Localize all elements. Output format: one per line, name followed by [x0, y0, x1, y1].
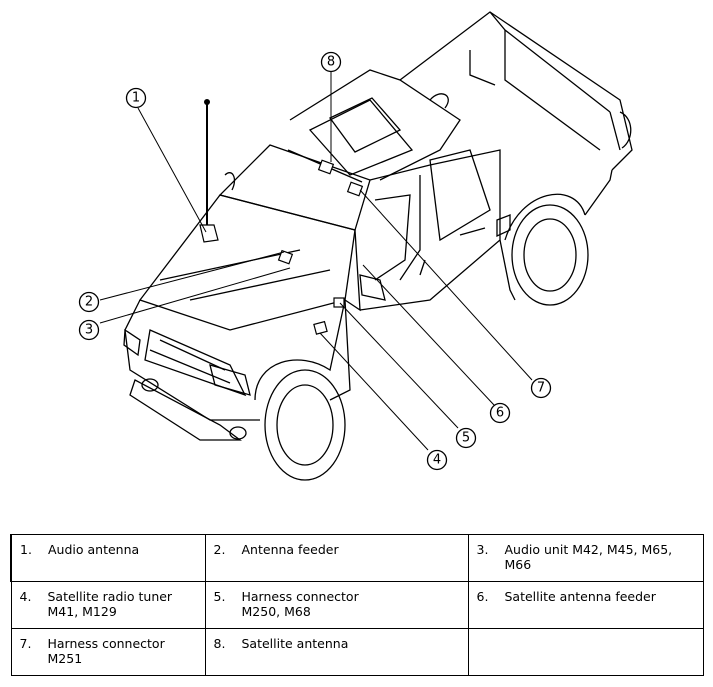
legend-cell: 6. Satellite antenna feeder	[467, 581, 704, 629]
legend-label: Audio unit M42, M45, M65, M66	[504, 542, 673, 572]
legend-label: Audio antenna	[48, 542, 140, 557]
satellite-antenna-feeder-marker	[346, 181, 364, 197]
legend-cell: 4. Satellite radio tuner M41, M129	[10, 581, 206, 629]
legend-number: 4.	[19, 589, 32, 604]
legend-label: Satellite antenna feeder	[504, 589, 656, 604]
antenna-feeder-marker	[277, 249, 294, 265]
svg-text:6: 6	[496, 406, 504, 421]
legend-cell: 7. Harness connector M251	[10, 628, 206, 676]
callout-5: 5	[455, 427, 477, 449]
satellite-antenna-marker	[317, 159, 335, 175]
callout-4: 4	[426, 449, 448, 471]
legend-row: 1. Audio antenna 2. Antenna feeder 3. Audio…	[10, 534, 704, 582]
legend-label: Satellite antenna	[241, 636, 349, 651]
legend-label: Harness connector M251	[47, 636, 165, 666]
legend-cell: 1. Audio antenna	[10, 534, 206, 582]
callout-7: 7	[530, 377, 552, 399]
pickup-truck-drawing	[123, 11, 633, 481]
svg-text:1: 1	[132, 91, 140, 106]
legend-number: 5.	[213, 589, 226, 604]
harness-connector-marker	[333, 297, 345, 308]
callout-6: 6	[489, 402, 511, 424]
legend-row: 7. Harness connector M251 8. Satellite ant…	[10, 628, 704, 676]
legend-label: Harness connector M250, M68	[241, 589, 359, 619]
legend-cell-empty	[467, 628, 704, 676]
legend-label: Antenna feeder	[241, 542, 339, 557]
legend-cell: 5. Harness connector M250, M68	[204, 581, 469, 629]
callout-1: 1	[125, 87, 147, 109]
legend-number: 8.	[213, 636, 226, 651]
svg-text:8: 8	[327, 55, 335, 70]
svg-text:3: 3	[85, 323, 93, 338]
legend-label: Satellite radio tuner M41, M129	[47, 589, 173, 619]
truck-component-location-diagram: 1 2 3 4 5 6 7 8	[78, 11, 633, 481]
legend-number: 7.	[19, 636, 32, 651]
legend-number: 6.	[476, 589, 489, 604]
legend-number: 1.	[20, 542, 32, 557]
legend-cell: 8. Satellite antenna	[204, 628, 469, 676]
legend-cell: 3. Audio unit M42, M45, M65, M66	[467, 534, 704, 582]
svg-text:2: 2	[85, 295, 93, 310]
callout-2: 2	[78, 291, 100, 313]
svg-text:4: 4	[433, 453, 441, 468]
legend-table: 1. Audio antenna 2. Antenna feeder 3. Audio…	[10, 534, 704, 676]
legend-number: 2.	[213, 542, 226, 557]
legend-cell: 2. Antenna feeder	[204, 534, 469, 582]
satellite-radio-tuner-marker	[313, 320, 328, 335]
legend-row: 4. Satellite radio tuner M41, M129 5. Harn…	[10, 581, 704, 629]
audio-antenna-mast	[199, 99, 219, 243]
callout-3: 3	[78, 319, 100, 341]
legend-number: 3.	[476, 542, 489, 557]
svg-text:5: 5	[462, 431, 470, 446]
callout-8: 8	[320, 51, 342, 73]
svg-text:7: 7	[537, 381, 545, 396]
